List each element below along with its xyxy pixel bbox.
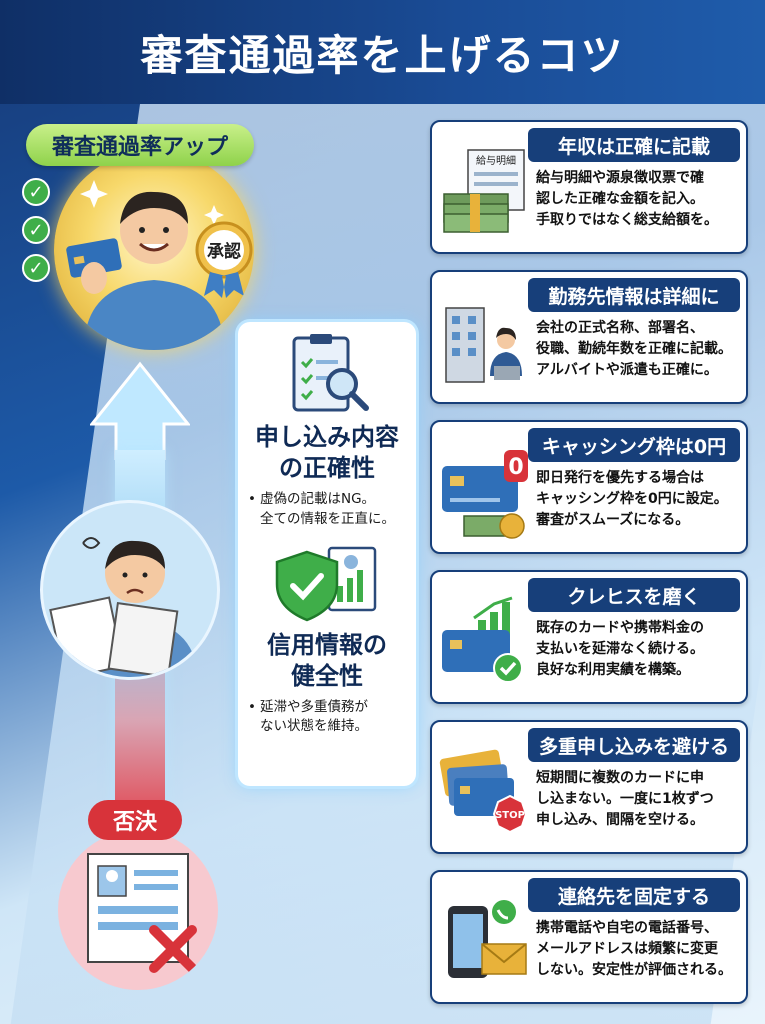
worried-person-illustration xyxy=(40,500,220,680)
tip-card-title: 勤務先情報は詳細に xyxy=(528,278,740,312)
section-bullet-credit: 延滞や多重債務が ない状態を維持。 xyxy=(248,698,406,737)
check-icon: ✓ xyxy=(22,254,50,282)
page-title: 審査通過率を上げるコツ xyxy=(140,30,625,80)
tip-card-body: 即日発行を優先する場合はキャッシング枠を0円に設定。審査がスムーズになる。 xyxy=(536,470,728,528)
tip-card-multiple-applications: STOP 多重申し込みを避ける 短期間に複数のカードに申し込まない。一度に1枚ず… xyxy=(430,720,748,854)
office-building-icon xyxy=(445,307,522,383)
phone-mail-icon xyxy=(448,900,527,978)
header-banner: 審査通過率を上げるコツ xyxy=(0,0,765,104)
checklist: ✓ ✓ ✓ xyxy=(22,178,52,292)
tip-card-employer: 勤務先情報は詳細に 会社の正式名称、部署名、役職、勤続年数を正確に記載。アルバイ… xyxy=(430,270,748,404)
tip-card-title: 連絡先を固定する xyxy=(528,878,740,912)
svg-text:給与明細: 給与明細 xyxy=(476,154,516,167)
rejected-form-illustration xyxy=(58,830,218,990)
card-growth-icon xyxy=(442,596,523,683)
tip-card-body: 会社の正式名称、部署名、役職、勤続年数を正確に記載。アルバイトや派遣も正確に。 xyxy=(536,320,732,378)
key-points-panel: 申し込み内容 の正確性 虚偽の記載はNG。 全ての情報を正直に。 信用情報の 健… xyxy=(238,322,416,786)
credit-card-zero-icon: 0 xyxy=(442,450,528,539)
up-arrow-icon xyxy=(90,361,190,460)
svg-text:0: 0 xyxy=(508,455,523,480)
tip-card-income: 給与明細 年収は正確に記載 給与明細や源泉徴収票で確認した正確な金額を記入。手取… xyxy=(430,120,748,254)
tip-card-title: キャッシング枠は0円 xyxy=(528,428,740,462)
tip-card-title: クレヒスを磨く xyxy=(528,578,740,612)
tip-card-title: 多重申し込みを避ける xyxy=(528,728,740,762)
reject-label: 否決 xyxy=(88,800,182,840)
check-icon: ✓ xyxy=(22,216,50,244)
success-label: 審査通過率アップ xyxy=(26,124,254,166)
tip-card-body: 給与明細や源泉徴収票で確認した正確な金額を記入。手取りではなく総支給額を。 xyxy=(536,170,718,228)
section-title-accuracy: 申し込み内容 の正確性 xyxy=(255,423,399,483)
tip-card-cashing: 0 キャッシング枠は0円 即日発行を優先する場合はキャッシング枠を0円に設定。審… xyxy=(430,420,748,554)
rejected-document-icon xyxy=(87,853,197,973)
approval-stamp: 承認 xyxy=(207,241,241,262)
clipboard-magnifier-icon xyxy=(292,334,369,412)
payslip-money-icon: 給与明細 xyxy=(443,149,525,233)
tip-card-body: 短期間に複数のカードに申し込まない。一度に1枚ずつ申し込み、間隔を空ける。 xyxy=(536,770,714,828)
tip-card-body: 既存のカードや携帯料金の支払いを延滞なく続ける。良好な利用実績を構築。 xyxy=(536,620,704,678)
section-bullet-accuracy: 虚偽の記載はNG。 全ての情報を正直に。 xyxy=(248,490,406,529)
tip-card-credit-history: クレヒスを磨く 既存のカードや携帯料金の支払いを延滞なく続ける。良好な利用実績を… xyxy=(430,570,748,704)
worried-person-icon xyxy=(49,537,198,677)
tip-card-body: 携帯電話や自宅の電話番号、メールアドレスは頻繁に変更しない。安定性が評価される。 xyxy=(536,920,732,978)
check-icon: ✓ xyxy=(22,178,50,206)
happy-person-icon: 承認 xyxy=(66,180,253,350)
section-title-credit: 信用情報の 健全性 xyxy=(267,630,387,690)
svg-text:STOP: STOP xyxy=(495,810,525,821)
shield-document-icon xyxy=(275,546,377,621)
cards-stop-icon: STOP xyxy=(439,749,528,834)
success-illustration: 承認 xyxy=(54,150,254,350)
tip-card-title: 年収は正確に記載 xyxy=(528,128,740,162)
tip-card-contact: 連絡先を固定する 携帯電話や自宅の電話番号、メールアドレスは頻繁に変更しない。安… xyxy=(430,870,748,1004)
